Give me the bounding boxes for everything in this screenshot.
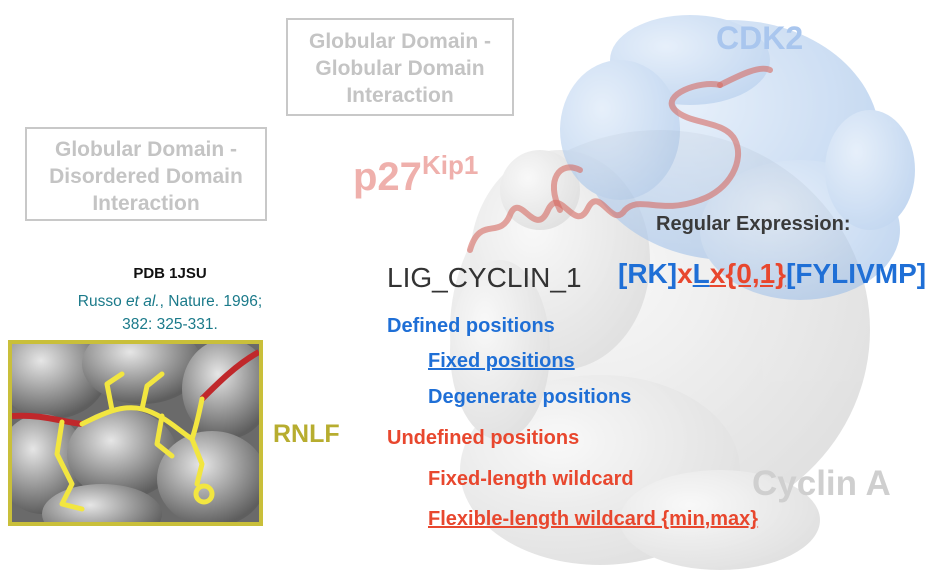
citation: Russo et al., Nature. 1996; 382: 325-331… bbox=[10, 290, 330, 336]
regex-part-rk: [RK] bbox=[618, 258, 678, 289]
citation-pages: 382: 325-331. bbox=[122, 316, 218, 333]
regex-part-x: x bbox=[677, 258, 693, 289]
cdk2-surface bbox=[560, 15, 915, 300]
regex-part-l: L bbox=[692, 258, 710, 289]
pdb-id: PDB 1JSU bbox=[133, 265, 207, 282]
rnlf-label: RNLF bbox=[273, 420, 340, 448]
cyclin-a-label: Cyclin A bbox=[752, 464, 891, 503]
p27-name: p27 bbox=[353, 155, 422, 199]
p27-label: p27Kip1 bbox=[353, 150, 478, 200]
motif-name: LIG_CYCLIN_1 bbox=[387, 262, 582, 293]
regular-expression: [RK]xLx{0,1}[FYLIVMP] bbox=[618, 258, 926, 290]
regex-title: Regular Expression: bbox=[656, 213, 851, 235]
p27-superscript: Kip1 bbox=[421, 150, 479, 180]
legend-degenerate: Degenerate positions bbox=[428, 386, 632, 408]
citation-etal: et al. bbox=[126, 293, 160, 310]
legend-flexible-wildcard: Flexible-length wildcard {min,max} bbox=[428, 508, 759, 530]
binding-site-inset bbox=[8, 340, 263, 526]
p27-ribbon bbox=[467, 65, 773, 253]
citation-journal: , Nature. 1996; bbox=[159, 293, 263, 310]
inset-illustration bbox=[12, 344, 259, 522]
legend-defined: Defined positions bbox=[387, 315, 555, 337]
legend-fixed: Fixed positions bbox=[428, 350, 575, 372]
globular-disordered-label: Globular Domain - Disordered Domain Inte… bbox=[25, 127, 267, 221]
regex-part-x-flex: x{0,1} bbox=[709, 258, 787, 289]
cdk2-label: CDK2 bbox=[716, 20, 804, 56]
legend-fixed-wildcard: Fixed-length wildcard bbox=[428, 468, 634, 490]
globular-globular-label: Globular Domain - Globular Domain Intera… bbox=[286, 18, 514, 116]
citation-author: Russo bbox=[77, 293, 122, 310]
regex-part-fylivmp: [FYLIVMP] bbox=[786, 258, 927, 289]
legend-undefined: Undefined positions bbox=[387, 427, 580, 449]
